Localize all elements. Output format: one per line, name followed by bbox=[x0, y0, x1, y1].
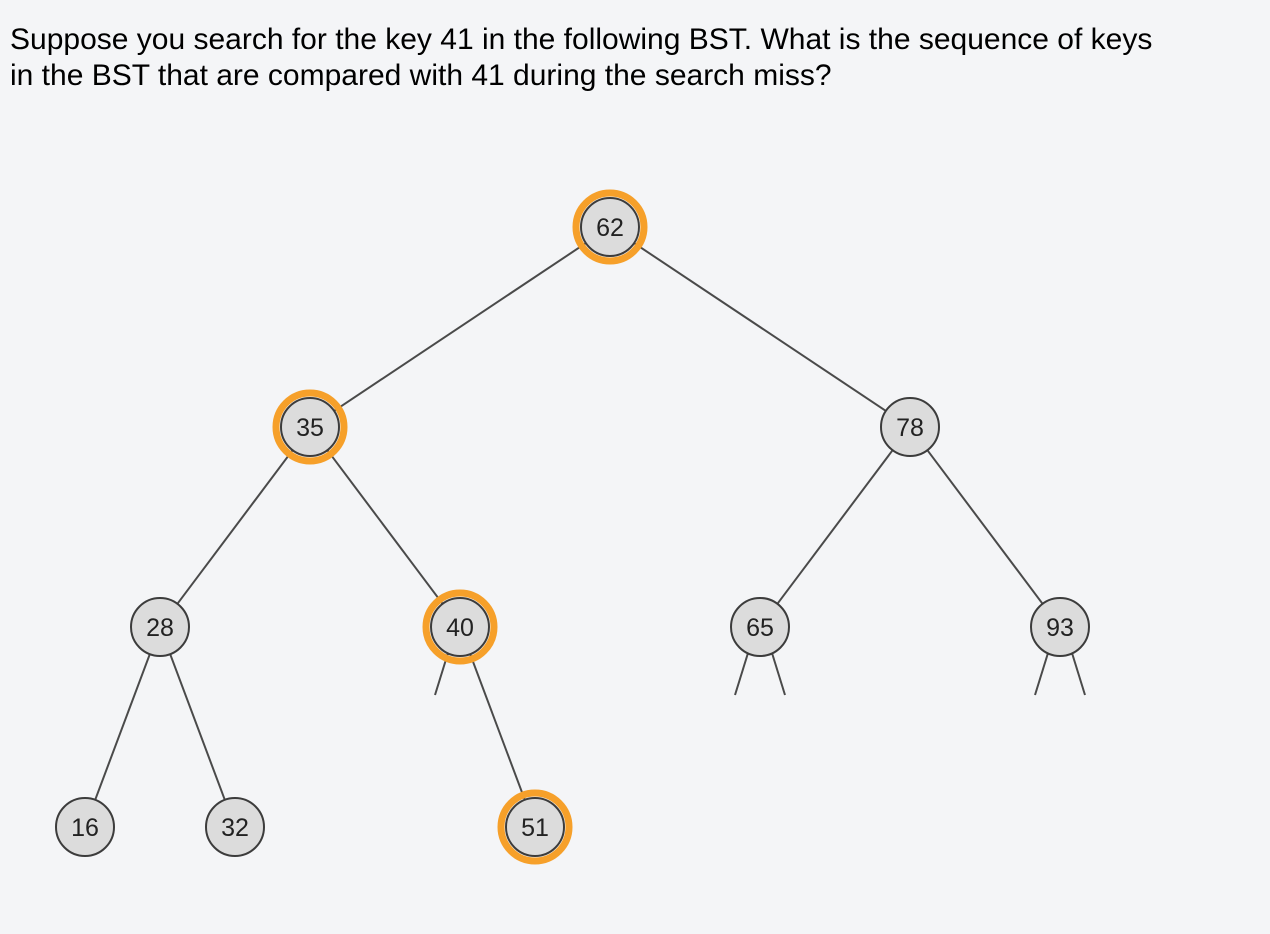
highlight-ring bbox=[272, 389, 348, 465]
node-key-label: 93 bbox=[1046, 614, 1074, 642]
highlight-ring bbox=[572, 189, 648, 265]
question-line-2: in the BST that are compared with 41 dur… bbox=[10, 59, 832, 92]
question-line-1: Suppose you search for the key 41 in the… bbox=[10, 23, 1153, 56]
edge-n35-n28 bbox=[176, 449, 294, 605]
node-circle bbox=[505, 797, 565, 857]
tree-nodes: 62 35 78 28 40 65 93 16 32 51 bbox=[55, 189, 1090, 865]
edge-n62-n78 bbox=[633, 242, 887, 412]
edge-n62-n35 bbox=[333, 242, 587, 412]
node-circle bbox=[430, 597, 490, 657]
node-key-label: 28 bbox=[146, 614, 174, 642]
node-circle bbox=[580, 197, 640, 257]
highlight-ring bbox=[422, 589, 498, 665]
node-circle bbox=[205, 797, 265, 857]
edge-n78-n65 bbox=[776, 449, 894, 605]
node-circle bbox=[130, 597, 190, 657]
node-key-label: 32 bbox=[221, 814, 249, 842]
bst-node-93: 93 bbox=[1030, 597, 1090, 657]
bst-node-16: 16 bbox=[55, 797, 115, 857]
bst-node-32: 32 bbox=[205, 797, 265, 857]
bst-node-65: 65 bbox=[730, 597, 790, 657]
null-link-n65-left bbox=[734, 652, 749, 696]
null-link-n93-right bbox=[1071, 652, 1086, 696]
bst-node-28: 28 bbox=[130, 597, 190, 657]
edge-n35-n40 bbox=[326, 449, 444, 605]
node-circle bbox=[1030, 597, 1090, 657]
bst-node-62: 62 bbox=[572, 189, 648, 265]
bst-node-40: 40 bbox=[422, 589, 498, 665]
tree-null-links bbox=[434, 652, 1086, 696]
highlight-ring bbox=[497, 789, 573, 865]
tree-edges bbox=[94, 242, 1044, 801]
null-link-n65-right bbox=[771, 652, 786, 696]
edge-n28-n32 bbox=[169, 653, 226, 801]
node-circle bbox=[280, 397, 340, 457]
node-key-label: 51 bbox=[521, 814, 549, 842]
node-circle bbox=[730, 597, 790, 657]
node-circle bbox=[880, 397, 940, 457]
node-key-label: 35 bbox=[296, 414, 324, 442]
node-key-label: 78 bbox=[896, 414, 924, 442]
node-key-label: 62 bbox=[596, 214, 624, 242]
bst-node-78: 78 bbox=[880, 397, 940, 457]
node-key-label: 16 bbox=[71, 814, 99, 842]
bst-node-51: 51 bbox=[497, 789, 573, 865]
node-circle bbox=[55, 797, 115, 857]
bst-node-35: 35 bbox=[272, 389, 348, 465]
null-link-n93-left bbox=[1034, 652, 1049, 696]
node-key-label: 40 bbox=[446, 614, 474, 642]
edge-n40-n51 bbox=[469, 653, 526, 801]
question-text: Suppose you search for the key 41 in the… bbox=[10, 22, 1260, 94]
edge-n78-n93 bbox=[926, 449, 1044, 605]
node-key-label: 65 bbox=[746, 614, 774, 642]
edge-n28-n16 bbox=[94, 653, 151, 801]
